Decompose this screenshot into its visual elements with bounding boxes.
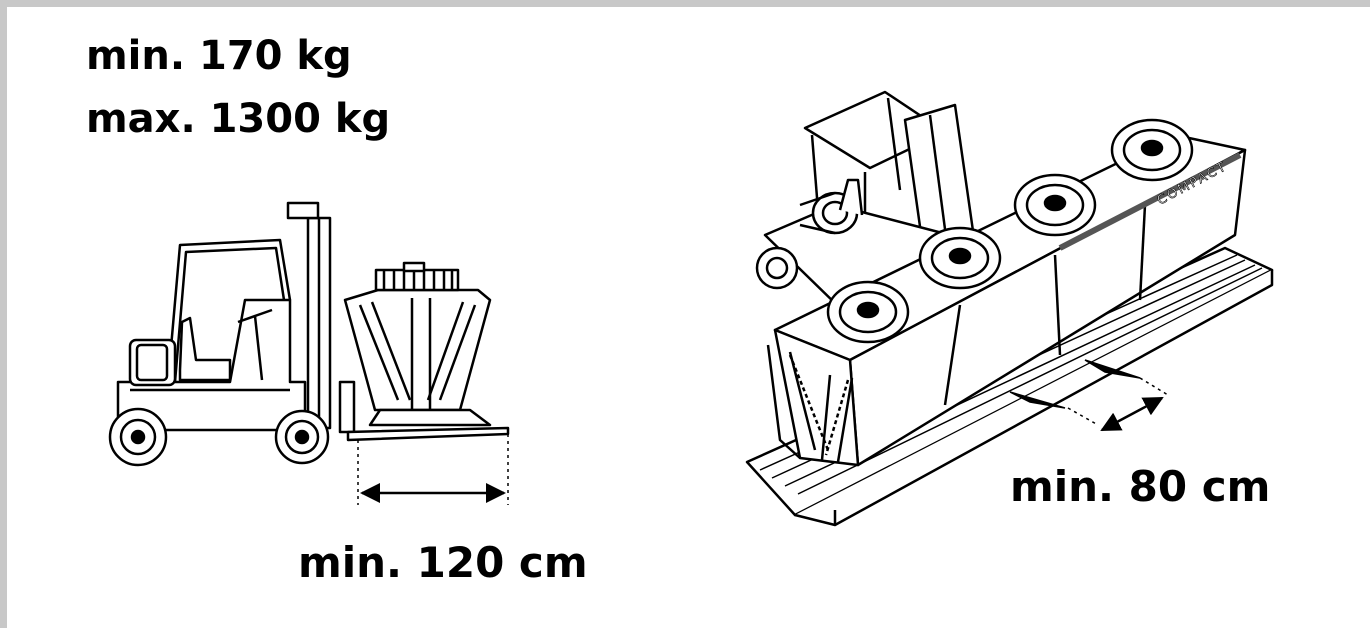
fan-icon-3 <box>1013 173 1097 237</box>
min-weight-label: min. 170 kg <box>86 33 352 79</box>
forklift-side-icon <box>108 201 510 467</box>
condenser-unit-side-icon <box>343 261 492 427</box>
fork-spacing-label: min. 80 cm <box>1010 462 1271 511</box>
fork-length-label: min. 120 cm <box>298 538 588 587</box>
max-weight-label: max. 1300 kg <box>86 96 391 142</box>
fan-icon-1 <box>826 280 910 344</box>
fan-icon-2 <box>918 226 1002 290</box>
dimension-arrow-icon <box>357 434 509 505</box>
dimension-arrow-icon <box>1067 377 1169 432</box>
fan-icons <box>826 118 1194 344</box>
condenser-unit-iso-icon <box>745 133 1274 527</box>
fan-icon-4 <box>1110 118 1194 182</box>
fork-tines-icon <box>1009 359 1141 409</box>
